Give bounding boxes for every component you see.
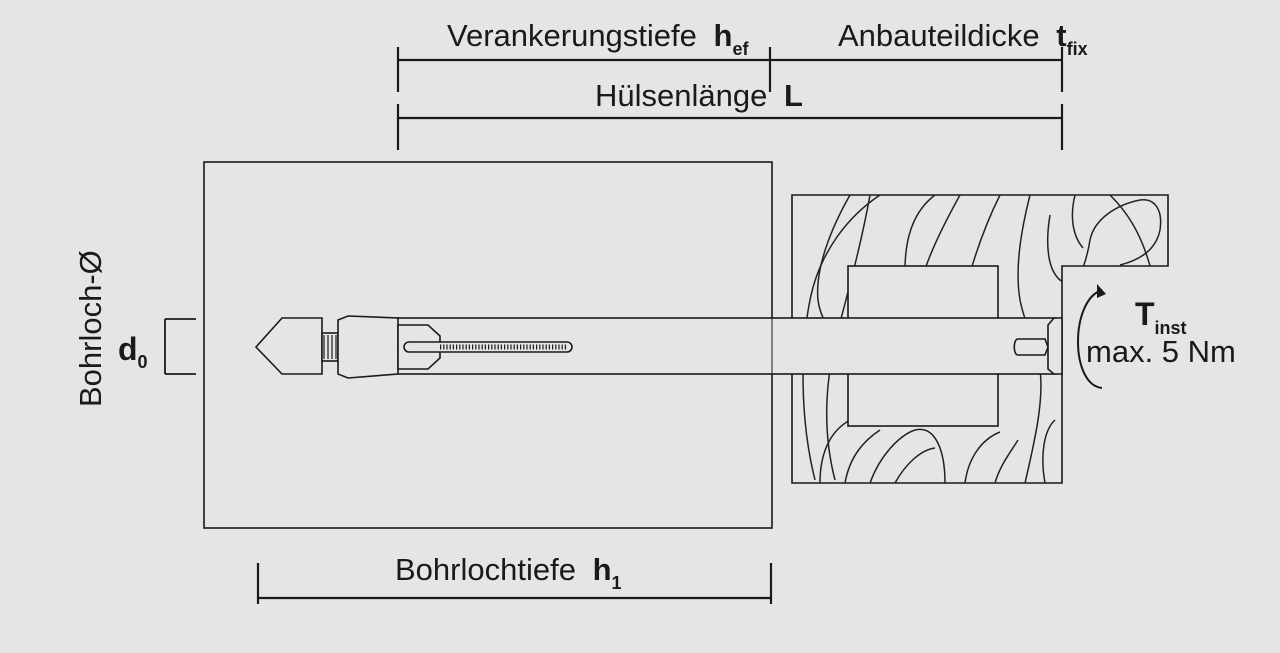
dimension-hef — [396, 47, 770, 92]
label-torque-value: max. 5 Nm — [1086, 334, 1236, 369]
label-bohrlochtiefe: Bohrlochtiefe h1 — [395, 552, 622, 593]
label-verankerungstiefe: Verankerungstiefe hef — [447, 18, 749, 59]
thread-lines — [323, 335, 337, 359]
dimension-sleeve-length — [396, 104, 1064, 150]
label-tinst: Tinst — [1135, 296, 1187, 338]
label-bohrloch-durchmesser: Bohrloch-Ø — [73, 250, 108, 407]
label-anbauteildicke: Anbauteildicke tfix — [838, 18, 1088, 59]
torque-rotation-arrow — [1077, 284, 1106, 389]
label-huelsenlaenge: Hülsenlänge L — [595, 78, 803, 113]
anchor — [254, 315, 1063, 379]
dimension-tfix — [768, 47, 1064, 92]
dimension-h1 — [256, 563, 773, 604]
label-d0: d0 — [118, 331, 148, 372]
dimension-d0 — [164, 318, 196, 375]
